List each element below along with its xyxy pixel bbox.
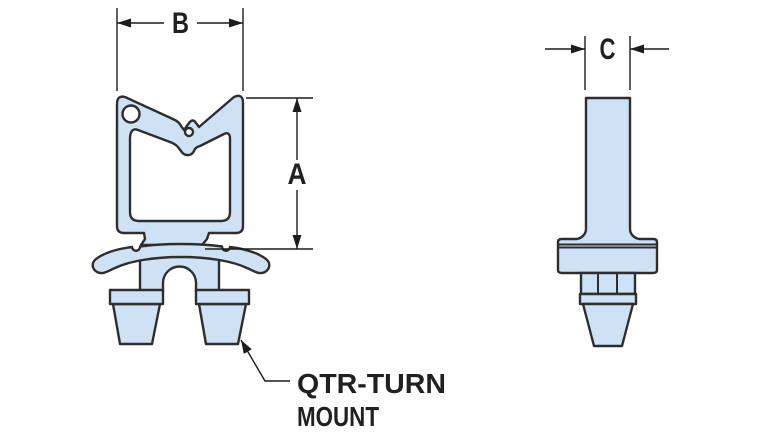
callout-text-line1: QTR-TURN	[297, 368, 446, 399]
mount-legs	[138, 250, 221, 294]
side-mount-block	[579, 271, 637, 296]
dim-a-arrow-bottom	[292, 235, 302, 249]
dimension-c: C	[545, 33, 669, 90]
dim-c-arrow-left	[571, 44, 585, 54]
mount-foot-left	[108, 288, 165, 346]
spring-washer	[91, 242, 271, 275]
dim-b-arrow-right	[229, 18, 243, 28]
callout-leader-arrow	[241, 340, 252, 354]
dim-b-label: B	[172, 7, 189, 40]
saddle-body	[115, 94, 245, 247]
front-view	[91, 94, 271, 346]
dim-c-label: C	[600, 33, 616, 66]
callout-leader-line	[240, 339, 290, 382]
side-mount-collar	[578, 292, 638, 306]
side-mount-tip	[581, 302, 635, 348]
callout-qtr-turn-mount: QTR-TURN MOUNT	[240, 339, 446, 432]
dim-c-arrow-right	[630, 44, 644, 54]
mount-foot-right	[194, 288, 251, 346]
side-view	[556, 96, 659, 348]
dim-a-arrow-top	[292, 98, 302, 112]
dimension-b: B	[116, 7, 244, 91]
dimension-a: A	[205, 97, 313, 250]
dim-a-label: A	[288, 158, 307, 191]
callout-text-line2: MOUNT	[297, 401, 379, 432]
side-stem-flange	[556, 96, 659, 275]
dim-b-arrow-left	[117, 18, 131, 28]
